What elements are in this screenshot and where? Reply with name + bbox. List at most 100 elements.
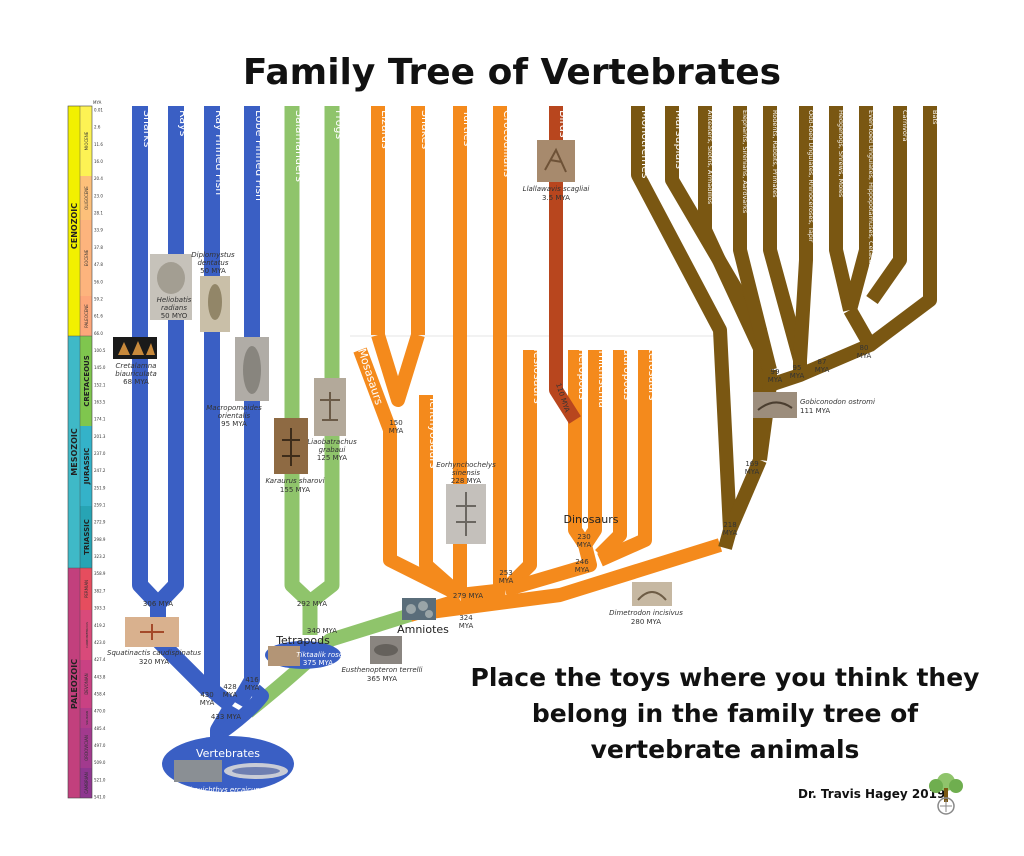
- timescale-tick-label: 2.6: [94, 125, 101, 130]
- timescale-tick-label: 201.3: [94, 434, 106, 439]
- node-age: MYA: [815, 366, 830, 374]
- node-age: MYA: [223, 691, 238, 699]
- timescale-tick-label: 145.0: [94, 365, 106, 370]
- taxon-odd-toed-ungulates: Odd-toed Ungulates, Rhinoceroses, Tapir: [807, 110, 815, 243]
- fossil-caption: Llallawavis scagliai: [523, 185, 590, 193]
- fossil-caption: 155 MYA: [280, 486, 310, 494]
- fossil-caption: sinensis: [452, 469, 480, 477]
- era-paleozoic: [68, 568, 80, 798]
- timescale-tick-label: 20.4: [94, 176, 103, 181]
- fossil-caption: 125 MYA: [317, 454, 347, 462]
- fossil-caption: Karaurus sharovi: [265, 477, 324, 485]
- node-age: 279 MYA: [453, 592, 483, 600]
- group-dinosaurs: Dinosaurs: [564, 513, 619, 526]
- fossil-images: Llallawavis scagliai 3.5 MYA Heliobatis …: [107, 140, 875, 802]
- timescale-ticks: 0.012.611.616.020.423.028.133.937.847.85…: [94, 108, 106, 800]
- branch-birds: [549, 106, 581, 424]
- fossil-caption: radians: [161, 304, 187, 312]
- node-age: MYA: [723, 529, 738, 537]
- taxon-elephants: Elephants, Sirenians, Aardvarks: [741, 110, 749, 214]
- timescale-tick-label: 509.0: [94, 760, 106, 765]
- node-age: 306 MYA: [143, 600, 173, 608]
- timescale-tick-label: 251.9: [94, 485, 106, 490]
- timescale-tick-label: 23.0: [94, 193, 103, 198]
- timescale-tick-label: 272.9: [94, 520, 106, 525]
- node-age: 87: [818, 358, 827, 366]
- taxon-salamanders: Salamanders: [293, 110, 306, 182]
- taxon-sauropods: Sauropods: [621, 342, 634, 400]
- node-age: 324: [459, 614, 473, 622]
- fossil-caption: Heliobatis: [157, 296, 192, 304]
- node-age: 433 MYA: [211, 713, 241, 721]
- fossil-caption: dentatus: [197, 259, 228, 267]
- fossil-caption: Eorhynchochelys: [436, 461, 496, 469]
- fossil-caption: 3.5 MYA: [542, 194, 570, 202]
- period-label: ORDOVICIAN: [84, 735, 89, 761]
- fossil-caption: 280 MYA: [631, 618, 661, 626]
- timescale-unit-label: MYA: [93, 100, 102, 105]
- taxon-lobe-finned-fish: Lobe Finned Fish: [253, 110, 266, 201]
- period-label: PERMIAN: [84, 580, 89, 598]
- fossil-caption: Diplomystus: [191, 251, 235, 259]
- fossil-caption: 320 MYA: [139, 658, 169, 666]
- era-mesozoic: [68, 336, 80, 568]
- fossil-caption: 228 MYA: [451, 477, 481, 485]
- page-title: Family Tree of Vertebrates: [242, 52, 782, 93]
- taxon-pterosaurs: Pterosaurs: [646, 342, 659, 401]
- taxon-birds: Birds: [557, 110, 570, 138]
- fossil-caption: Cretalamna: [116, 362, 157, 370]
- era-label-mesozoic: MESOZOIC: [70, 428, 79, 476]
- taxon-sharks: Sharks: [141, 110, 154, 148]
- node-age: MYA: [857, 352, 872, 360]
- fossil-caption: Macropomoides: [206, 404, 262, 412]
- timescale-tick-label: 33.9: [94, 228, 103, 233]
- timescale-tick-label: 16.0: [94, 159, 103, 164]
- period-label: OLIGOCENE: [84, 186, 89, 210]
- taxon-theropods: Theropods: [576, 341, 589, 400]
- fossil-caption: grabaui: [319, 446, 346, 454]
- timescale-tick-label: 61.6: [94, 314, 103, 319]
- node-age: MYA: [577, 541, 592, 549]
- fossil-image-haikouichthys-fossil: [174, 760, 222, 782]
- fossil-caption: 365 MYA: [367, 675, 397, 683]
- node-age: 428: [223, 683, 236, 691]
- timescale-tick-label: 247.2: [94, 468, 106, 473]
- fossil-caption: 375 MYA: [303, 659, 333, 667]
- period-label: JURASSIC: [83, 448, 91, 486]
- taxon-frogs: Frogs: [333, 110, 346, 140]
- fossil-image-tiktaalik: [268, 646, 300, 666]
- fossil-caption: Tiktaalik roseae: [296, 651, 351, 659]
- node-age: 246: [575, 558, 589, 566]
- era-label-paleozoic: PALEOZOIC: [70, 659, 79, 709]
- timescale-tick-label: 419.2: [94, 623, 106, 628]
- era-cenozoic: [68, 106, 80, 336]
- node-age: 430: [200, 691, 213, 699]
- taxon-marsupials: Marsupials: [673, 110, 686, 169]
- timescale-tick-label: 458.4: [94, 692, 106, 697]
- taxon-hedgehogs: Hedgehogs, Shrews, Moles: [837, 110, 845, 198]
- timescale-tick-label: 323.2: [94, 554, 106, 559]
- taxon-turtles: Turtles: [461, 109, 474, 147]
- fossil-caption: Haikouichthys ercaicunensis: [178, 786, 278, 794]
- geologic-timescale: CENOZOIC MESOZOIC PALEOZOIC MIOCENE OLIG…: [67, 100, 106, 800]
- node-age: MYA: [389, 427, 404, 435]
- fossil-caption: 95 MYA: [221, 420, 247, 428]
- taxon-monotremes: Monotremes: [639, 110, 652, 179]
- period-label: CRETACEOUS: [83, 355, 91, 407]
- timescale-tick-label: 443.8: [94, 674, 106, 679]
- taxon-rodents: Rodents, Rabbits, Primates: [771, 110, 779, 198]
- timescale-tick-label: 485.4: [94, 726, 106, 731]
- node-age: MYA: [200, 699, 215, 707]
- node-age: MYA: [790, 372, 805, 380]
- timescale-tick-label: 11.6: [94, 142, 103, 147]
- timescale-tick-label: 37.8: [94, 245, 103, 250]
- group-amniotes: Amniotes: [397, 623, 449, 636]
- fossil-caption: Dimetrodon incisivus: [609, 609, 683, 617]
- timescale-tick-label: 152.1: [94, 382, 106, 387]
- period-label: TRIASSIC: [83, 519, 91, 555]
- node-age: MYA: [745, 468, 760, 476]
- timescale-tick-label: 163.5: [94, 400, 106, 405]
- node-age: 416: [245, 676, 259, 684]
- reptile-branches: [353, 106, 723, 622]
- timescale-tick-label: 497.0: [94, 743, 106, 748]
